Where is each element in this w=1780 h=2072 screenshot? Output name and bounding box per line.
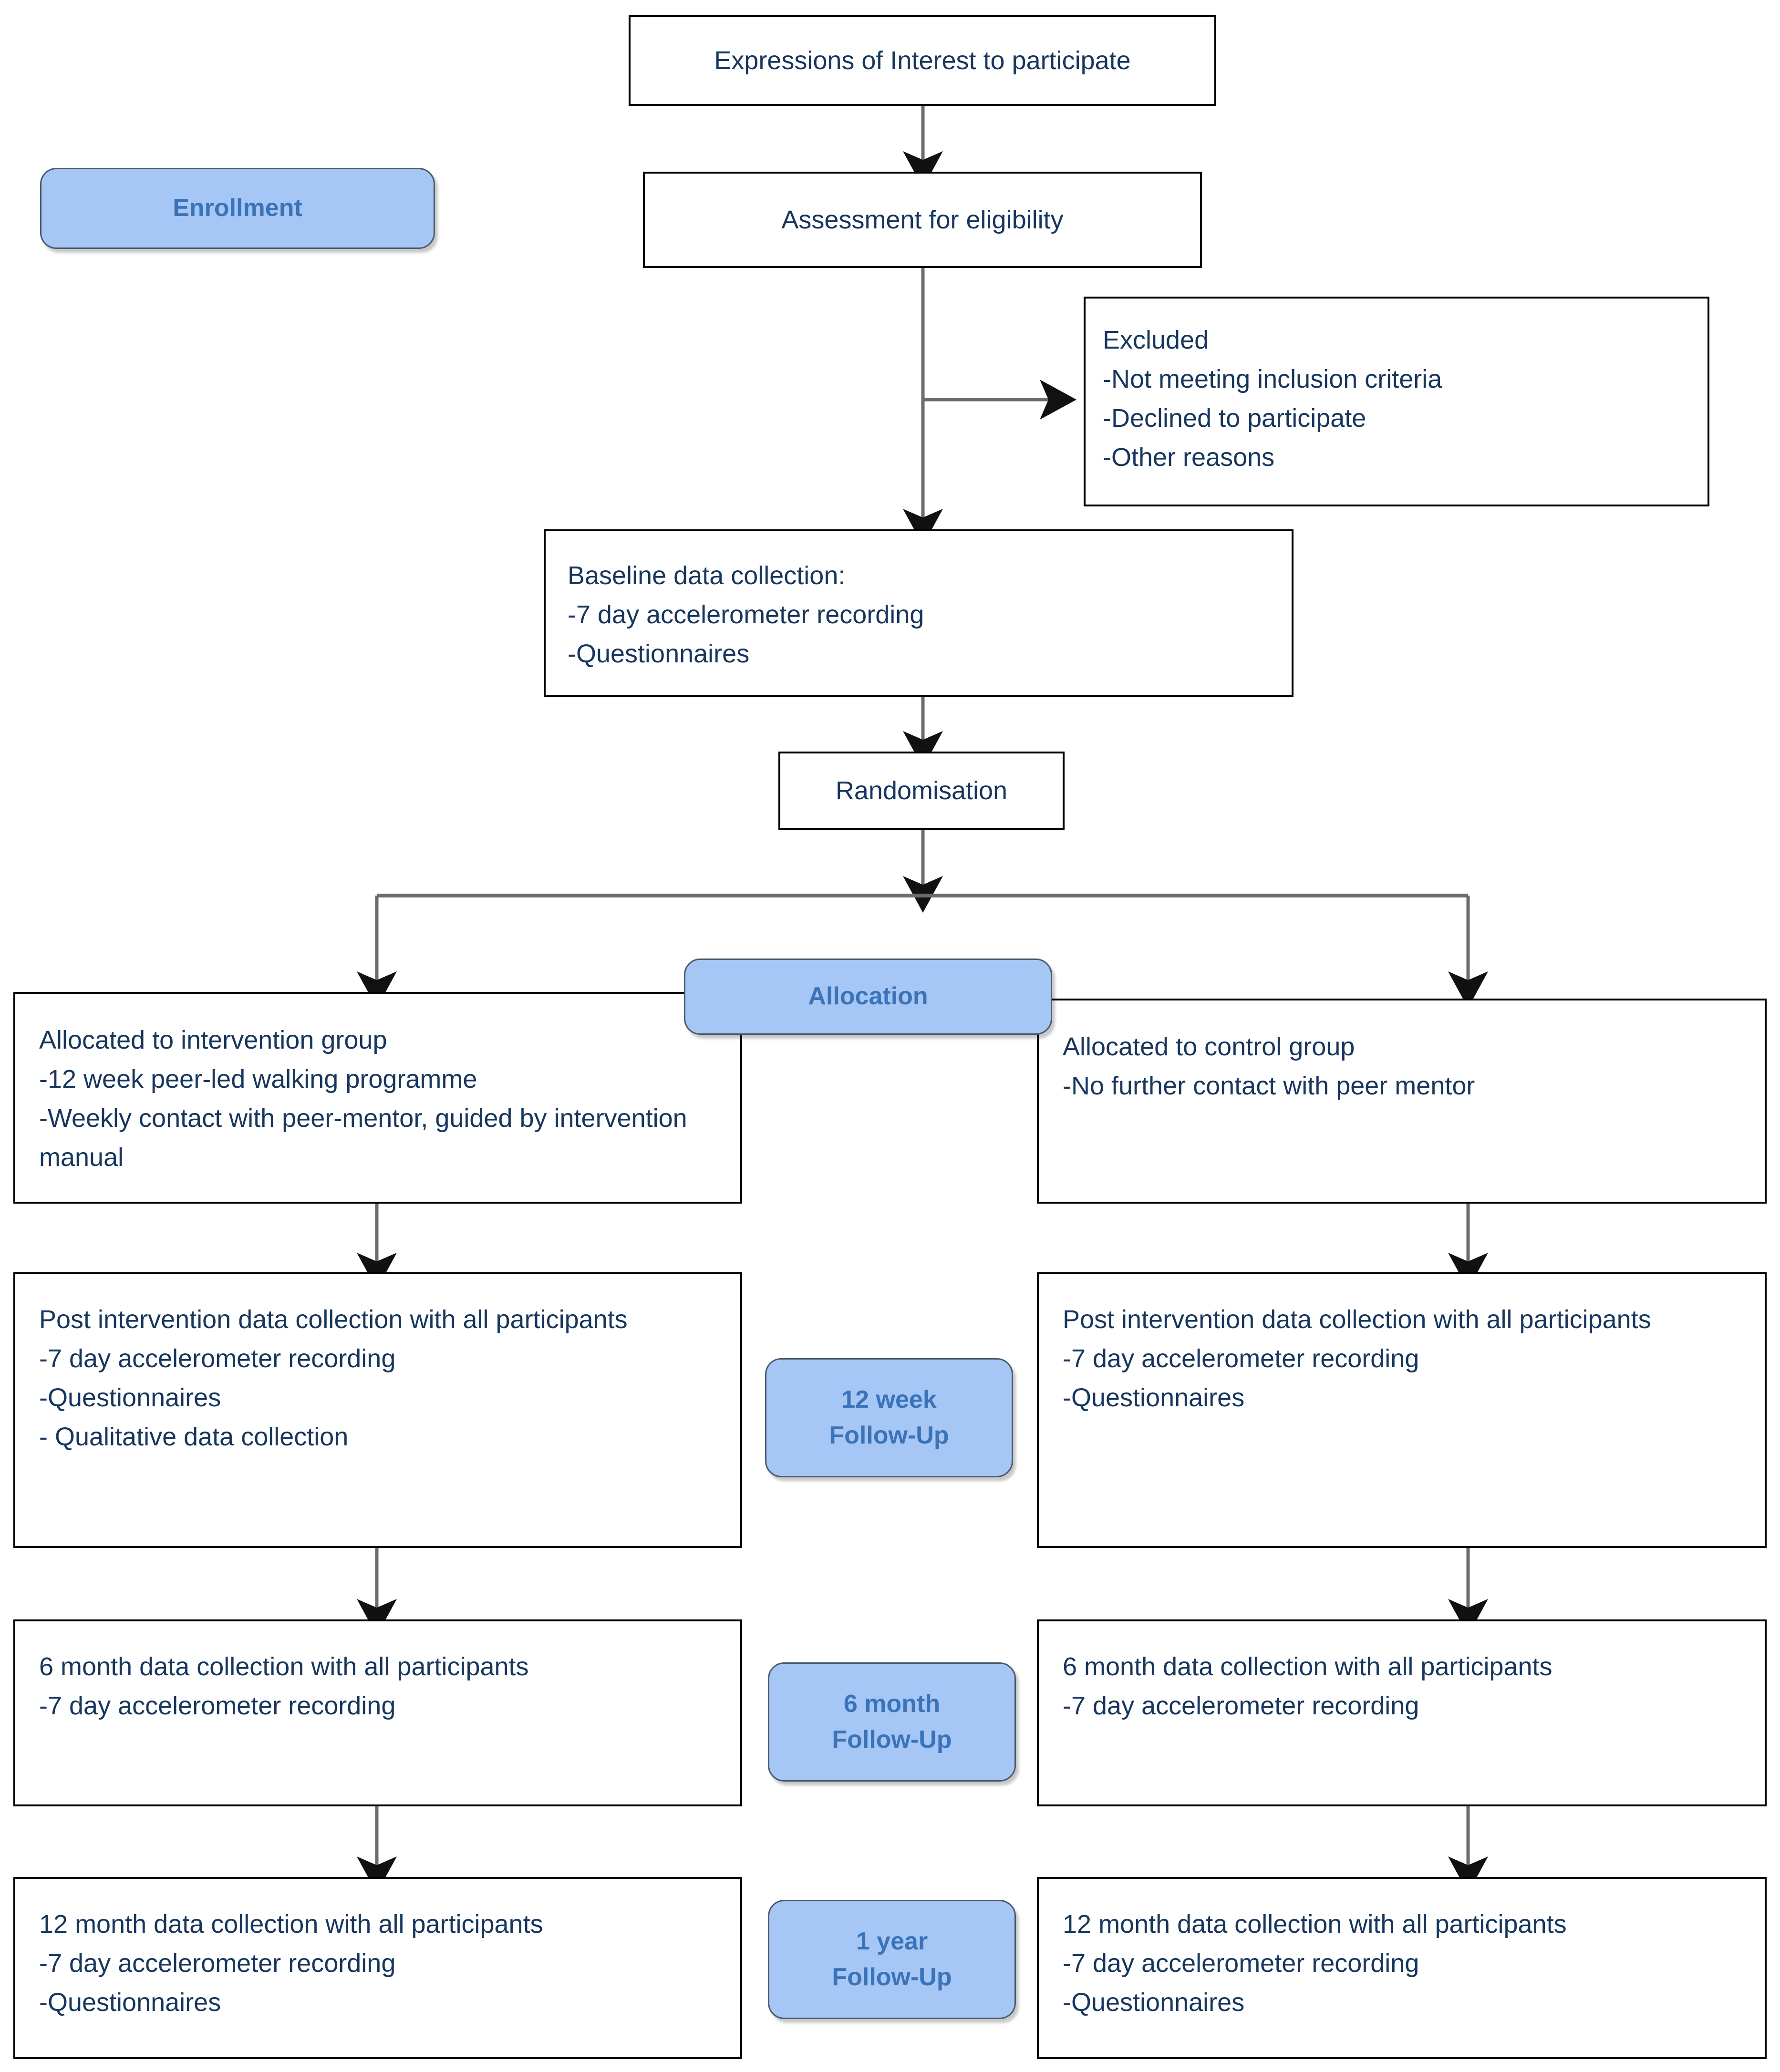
node-text-line: - Qualitative data collection xyxy=(39,1423,349,1452)
node-text: Expressions of Interest to participate xyxy=(714,46,1131,75)
node-control-6month-data-collection[interactable]: 6 month data collection with all partici… xyxy=(1037,1619,1767,1806)
node-text-line: Allocated to control group xyxy=(1063,1032,1355,1061)
stage-badge-label: Enrollment xyxy=(173,194,302,222)
node-text-line: -Questionnaires xyxy=(1063,1988,1245,2017)
stage-badge-1year-followup[interactable]: 1 year Follow-Up xyxy=(768,1900,1016,2019)
node-text-line: Post intervention data collection with a… xyxy=(39,1305,628,1334)
node-text-line: -Questionnaires xyxy=(39,1383,221,1412)
stage-badge-label-line2: Follow-Up xyxy=(829,1422,949,1449)
node-text-line: -Questionnaires xyxy=(568,639,750,669)
node-text-line: 6 month data collection with all partici… xyxy=(39,1652,529,1681)
node-text-line: -Not meeting inclusion criteria xyxy=(1103,365,1442,394)
node-text-line: -7 day accelerometer recording xyxy=(39,1344,396,1373)
node-text-line: Baseline data collection: xyxy=(568,561,846,590)
node-baseline-data-collection[interactable]: Baseline data collection: -7 day acceler… xyxy=(544,529,1294,697)
node-text-line: -7 day accelerometer recording xyxy=(568,600,924,629)
stage-badge-label: Allocation xyxy=(808,982,928,1010)
node-control-allocated[interactable]: Allocated to control group -No further c… xyxy=(1037,999,1767,1204)
node-text-line: 6 month data collection with all partici… xyxy=(1063,1652,1552,1681)
node-intervention-6month-data-collection[interactable]: 6 month data collection with all partici… xyxy=(13,1619,742,1806)
node-excluded[interactable]: Excluded -Not meeting inclusion criteria… xyxy=(1084,297,1709,506)
stage-badge-allocation[interactable]: Allocation xyxy=(684,959,1052,1035)
node-text-line: -Declined to participate xyxy=(1103,404,1366,433)
stage-badge-label-line1: 12 week xyxy=(841,1385,937,1413)
stage-badge-label-line2: Follow-Up xyxy=(832,1963,952,1991)
node-intervention-12month-data-collection[interactable]: 12 month data collection with all partic… xyxy=(13,1877,742,2059)
stage-badge-label-line1: 6 month xyxy=(843,1690,941,1718)
stage-badge-enrollment[interactable]: Enrollment xyxy=(40,168,435,249)
node-text-line: Allocated to intervention group xyxy=(39,1026,387,1054)
node-control-12month-data-collection[interactable]: 12 month data collection with all partic… xyxy=(1037,1877,1767,2059)
node-text-line: -Questionnaires xyxy=(1063,1383,1245,1412)
node-text: Assessment for eligibility xyxy=(781,205,1064,234)
node-assessment-for-eligibility[interactable]: Assessment for eligibility xyxy=(643,172,1202,268)
node-text-line: -7 day accelerometer recording xyxy=(39,1949,396,1978)
stage-badge-12week-followup[interactable]: 12 week Follow-Up xyxy=(765,1358,1013,1477)
node-text-line: -Questionnaires xyxy=(39,1988,221,2017)
node-text-line: -No further contact with peer mentor xyxy=(1063,1072,1475,1101)
node-expressions-of-interest[interactable]: Expressions of Interest to participate xyxy=(629,15,1216,106)
node-randomisation[interactable]: Randomisation xyxy=(778,752,1065,830)
node-text-line: 12 month data collection with all partic… xyxy=(1063,1910,1567,1938)
node-text-line: -12 week peer-led walking programme xyxy=(39,1065,477,1094)
stage-badge-label-line1: 1 year xyxy=(856,1927,928,1955)
stage-badge-label-line2: Follow-Up xyxy=(832,1726,952,1753)
node-text-line: Excluded xyxy=(1103,326,1209,354)
node-intervention-allocated[interactable]: Allocated to intervention group -12 week… xyxy=(13,992,742,1204)
stage-badge-6month-followup[interactable]: 6 month Follow-Up xyxy=(768,1662,1016,1782)
node-text-line: -7 day accelerometer recording xyxy=(1063,1691,1419,1721)
node-text-line: 12 month data collection with all partic… xyxy=(39,1910,543,1938)
node-control-post-data-collection[interactable]: Post intervention data collection with a… xyxy=(1037,1272,1767,1548)
node-text-line: -7 day accelerometer recording xyxy=(1063,1949,1419,1978)
node-text-line: -Other reasons xyxy=(1103,443,1275,472)
node-text-line: -Weekly contact with peer-mentor, guided… xyxy=(39,1104,694,1172)
node-text-line: -7 day accelerometer recording xyxy=(39,1691,396,1721)
node-text-line: -7 day accelerometer recording xyxy=(1063,1344,1419,1373)
node-intervention-post-data-collection[interactable]: Post intervention data collection with a… xyxy=(13,1272,742,1548)
node-text: Randomisation xyxy=(835,776,1008,805)
node-text-line: Post intervention data collection with a… xyxy=(1063,1305,1651,1334)
